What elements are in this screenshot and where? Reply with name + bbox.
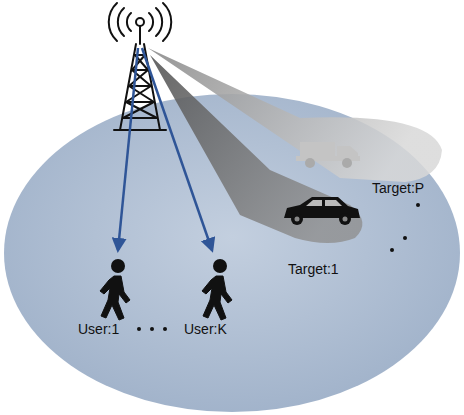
car-target <box>284 197 360 225</box>
user-label: User:K <box>184 322 227 337</box>
sensing-beam <box>150 55 362 243</box>
base-station <box>109 3 172 130</box>
ellipsis-dots <box>390 203 420 252</box>
user-icon <box>202 259 232 320</box>
user-icon <box>100 259 130 320</box>
target-label: Target:P <box>372 181 424 196</box>
ellipsis-dots <box>137 327 167 331</box>
truck-target <box>296 142 360 168</box>
target-label: Target:1 <box>288 262 339 277</box>
comm-link <box>118 48 212 250</box>
user-label: User:1 <box>78 322 119 337</box>
